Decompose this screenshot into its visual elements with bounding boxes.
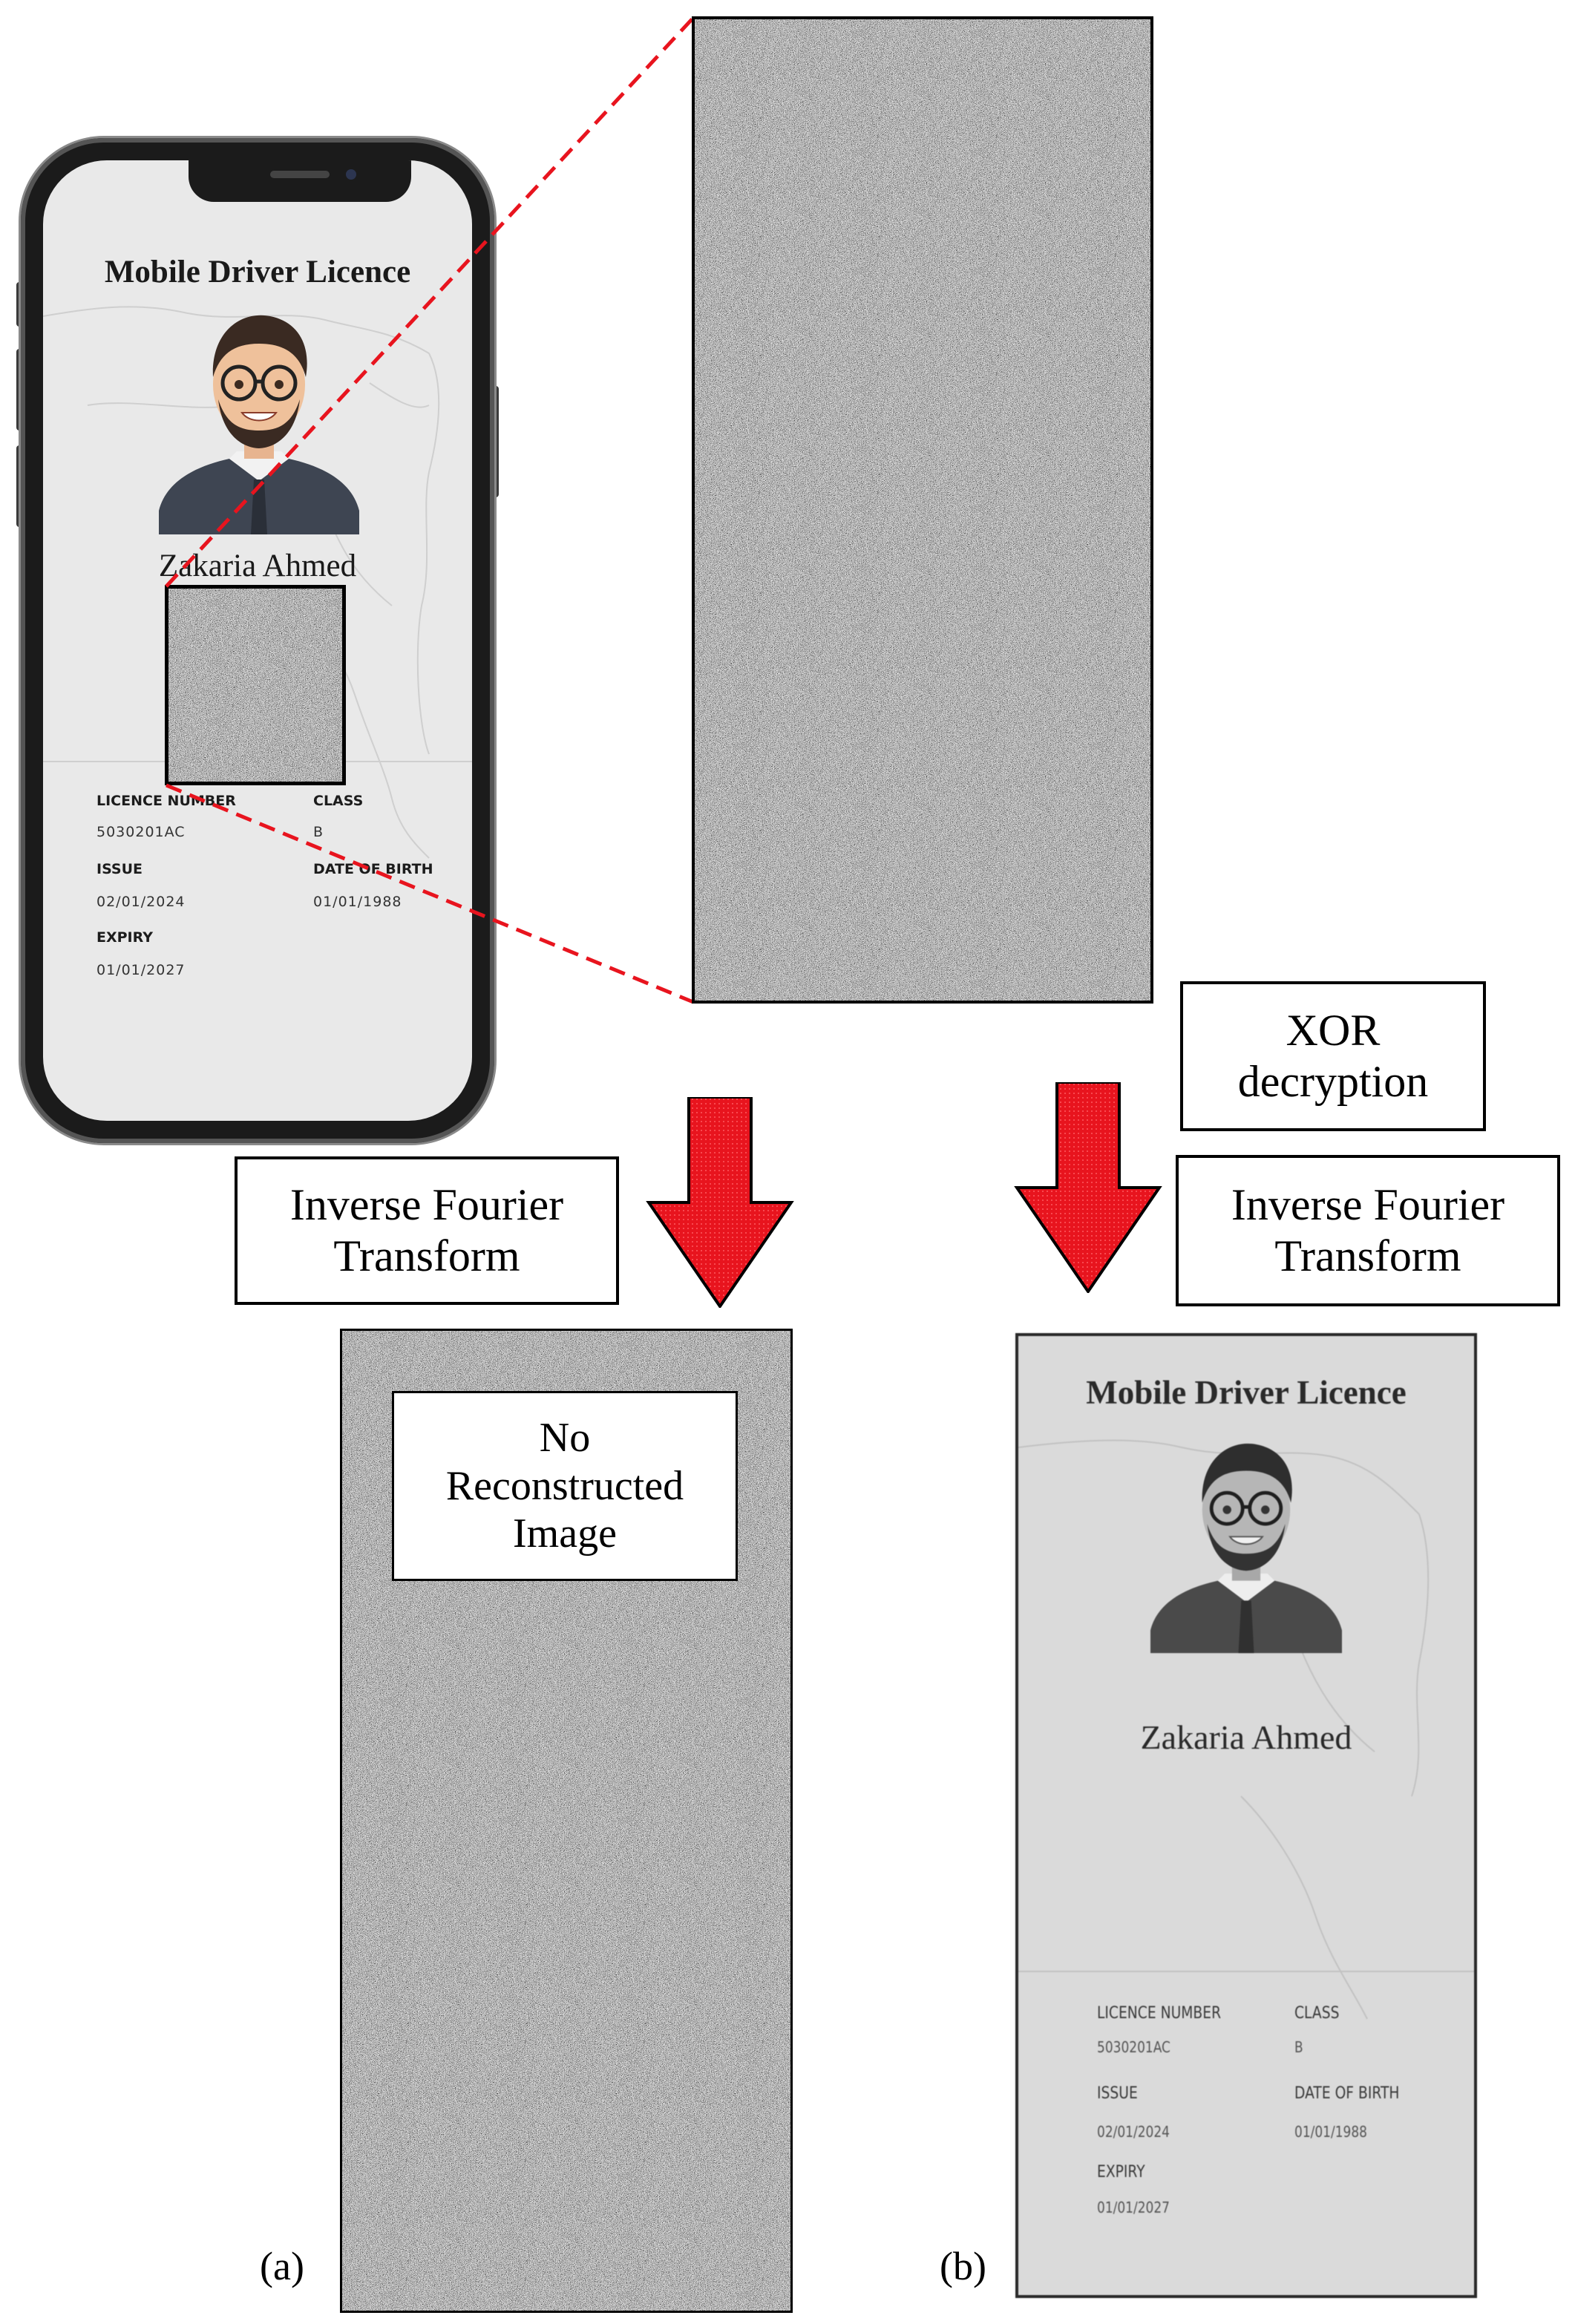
no-recon-line-3: Image [513, 1510, 617, 1557]
class-value: B [313, 824, 324, 840]
avatar-illustration [159, 315, 359, 534]
panel-label-a: (a) [260, 2244, 304, 2288]
date-of-birth-value: 01/01/1988 [313, 894, 402, 910]
reconstructed-issue-label: ISSUE [1097, 2084, 1138, 2103]
date-of-birth-label: DATE OF BIRTH [313, 861, 433, 877]
down-arrow-icon [1014, 1082, 1162, 1293]
down-arrow-icon [646, 1097, 794, 1308]
reconstructed-licence-number-value: 5030201AC [1097, 2038, 1170, 2056]
front-camera [346, 169, 356, 180]
licence-number-value: 5030201AC [96, 824, 186, 840]
class-label: CLASS [313, 793, 364, 809]
speaker-grille [270, 171, 330, 178]
ift-right-line-1: Inverse Fourier [1231, 1180, 1505, 1229]
reconstructed-date-of-birth-value: 01/01/1988 [1294, 2123, 1367, 2141]
issue-label: ISSUE [96, 861, 143, 877]
phone-side-button-right [493, 386, 499, 497]
encrypted-image-large [692, 16, 1153, 1004]
reconstructed-class-value: B [1294, 2038, 1303, 2056]
reconstructed-expiry-value: 01/01/2027 [1097, 2199, 1170, 2216]
licence-number-label: LICENCE NUMBER [96, 793, 236, 809]
phone-side-button-left-3 [16, 445, 22, 527]
panel-label-b: (b) [940, 2244, 986, 2288]
no-reconstructed-image-box: No Reconstructed Image [392, 1391, 738, 1581]
ift-left-line-1: Inverse Fourier [289, 1180, 564, 1229]
ift-right-line-2: Transform [1274, 1231, 1461, 1280]
card-title: Mobile Driver Licence [104, 255, 411, 289]
reconstructed-expiry-label: EXPIRY [1097, 2163, 1145, 2181]
xor-line-1: XOR [1286, 1006, 1381, 1055]
encrypted-region-small [165, 585, 346, 785]
avatar-illustration [1150, 1443, 1342, 1654]
no-recon-line-2: Reconstructed [445, 1462, 684, 1509]
expiry-label: EXPIRY [96, 929, 153, 946]
issue-value: 02/01/2024 [96, 894, 186, 910]
reconstructed-class-label: CLASS [1294, 2004, 1340, 2023]
reconstructed-holder-name: Zakaria Ahmed [1140, 1718, 1352, 1756]
phone-side-button-left-2 [16, 349, 22, 431]
xor-decryption-box: XOR decryption [1180, 981, 1486, 1131]
expiry-value: 01/01/2027 [96, 962, 186, 978]
output-b-reconstructed-image: Mobile Driver Licence Zakaria Ahmed LICE… [1015, 1333, 1477, 2298]
reconstructed-issue-value: 02/01/2024 [1097, 2123, 1170, 2141]
phone-side-button-left-1 [16, 282, 22, 327]
inverse-fourier-transform-box-right: Inverse Fourier Transform [1176, 1155, 1560, 1306]
inverse-fourier-transform-box-left: Inverse Fourier Transform [235, 1156, 619, 1305]
no-recon-line-1: No [539, 1415, 591, 1461]
reconstructed-licence-number-label: LICENCE NUMBER [1097, 2004, 1222, 2023]
reconstructed-date-of-birth-label: DATE OF BIRTH [1294, 2084, 1400, 2103]
phone-notch [189, 160, 411, 202]
ift-left-line-2: Transform [333, 1231, 520, 1280]
xor-line-2: decryption [1237, 1057, 1429, 1106]
reconstructed-card-title: Mobile Driver Licence [1086, 1374, 1407, 1411]
holder-name: Zakaria Ahmed [158, 549, 357, 583]
